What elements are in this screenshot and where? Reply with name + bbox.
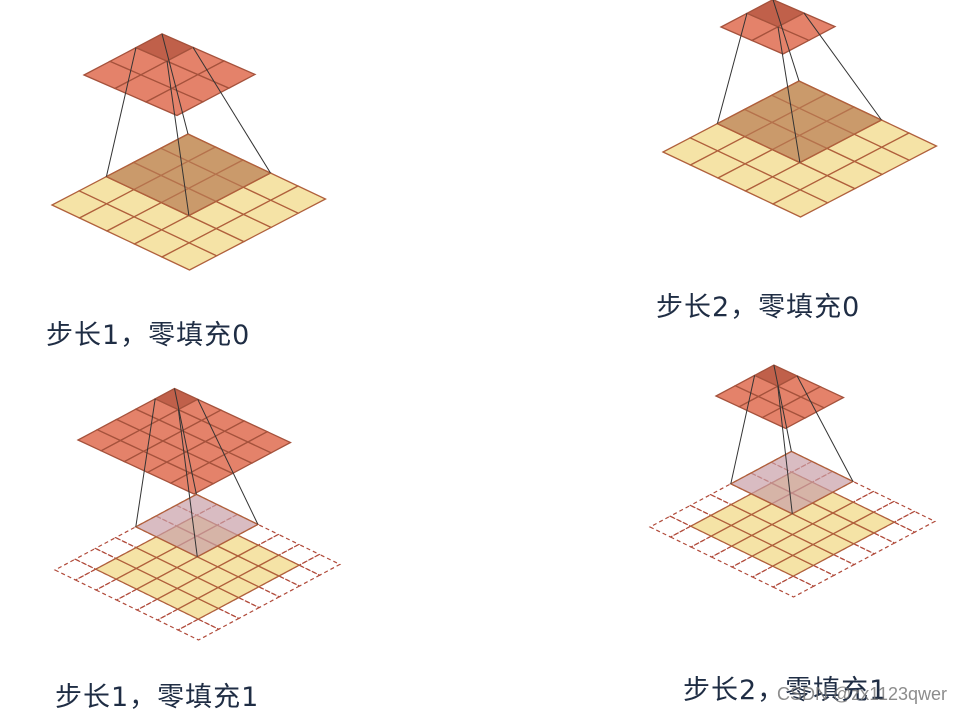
padding-cell (892, 510, 937, 533)
projection-line (177, 409, 198, 557)
caption-stride2-pad0: 步长2，零填充0 (656, 292, 861, 323)
projection-line (772, 0, 800, 82)
projection-line (161, 33, 189, 135)
projection-line (135, 398, 156, 527)
projection-line (803, 12, 882, 121)
input-cell (880, 132, 938, 161)
projection-line (197, 399, 259, 525)
output-cell (246, 430, 292, 454)
projection-line (166, 61, 190, 216)
conv-panel-1 (50, 33, 327, 271)
output-cell (196, 60, 257, 89)
projection-line (796, 375, 854, 482)
output-cell (776, 12, 837, 42)
projection-line (730, 375, 756, 484)
input-cell (257, 554, 301, 577)
projection-line (192, 47, 271, 174)
projection-line (777, 26, 801, 163)
padding-cell (53, 558, 98, 581)
watermark-text: CSDN @zx1123qwer (777, 684, 947, 704)
padding-cell (648, 515, 693, 538)
padding-cell (771, 575, 816, 598)
padding-cell (176, 618, 221, 641)
caption-stride1-pad0: 步长1，零填充0 (46, 320, 251, 351)
caption-stride1-pad1: 步长1，零填充1 (55, 682, 260, 713)
conv-panel-3 (53, 387, 342, 641)
output-cell (799, 385, 845, 409)
conv-panel-2 (661, 0, 938, 218)
projection-line (773, 365, 792, 452)
input-cell (852, 511, 896, 534)
projection-line (777, 386, 793, 514)
conv-panel-4 (648, 364, 937, 598)
projection-line (716, 13, 748, 124)
projection-line (105, 47, 137, 177)
padding-cell (297, 553, 342, 576)
caption-stride2-pad1: 步长2，零填充1 (683, 675, 888, 706)
projection-line (174, 388, 197, 495)
input-cell (269, 185, 327, 214)
